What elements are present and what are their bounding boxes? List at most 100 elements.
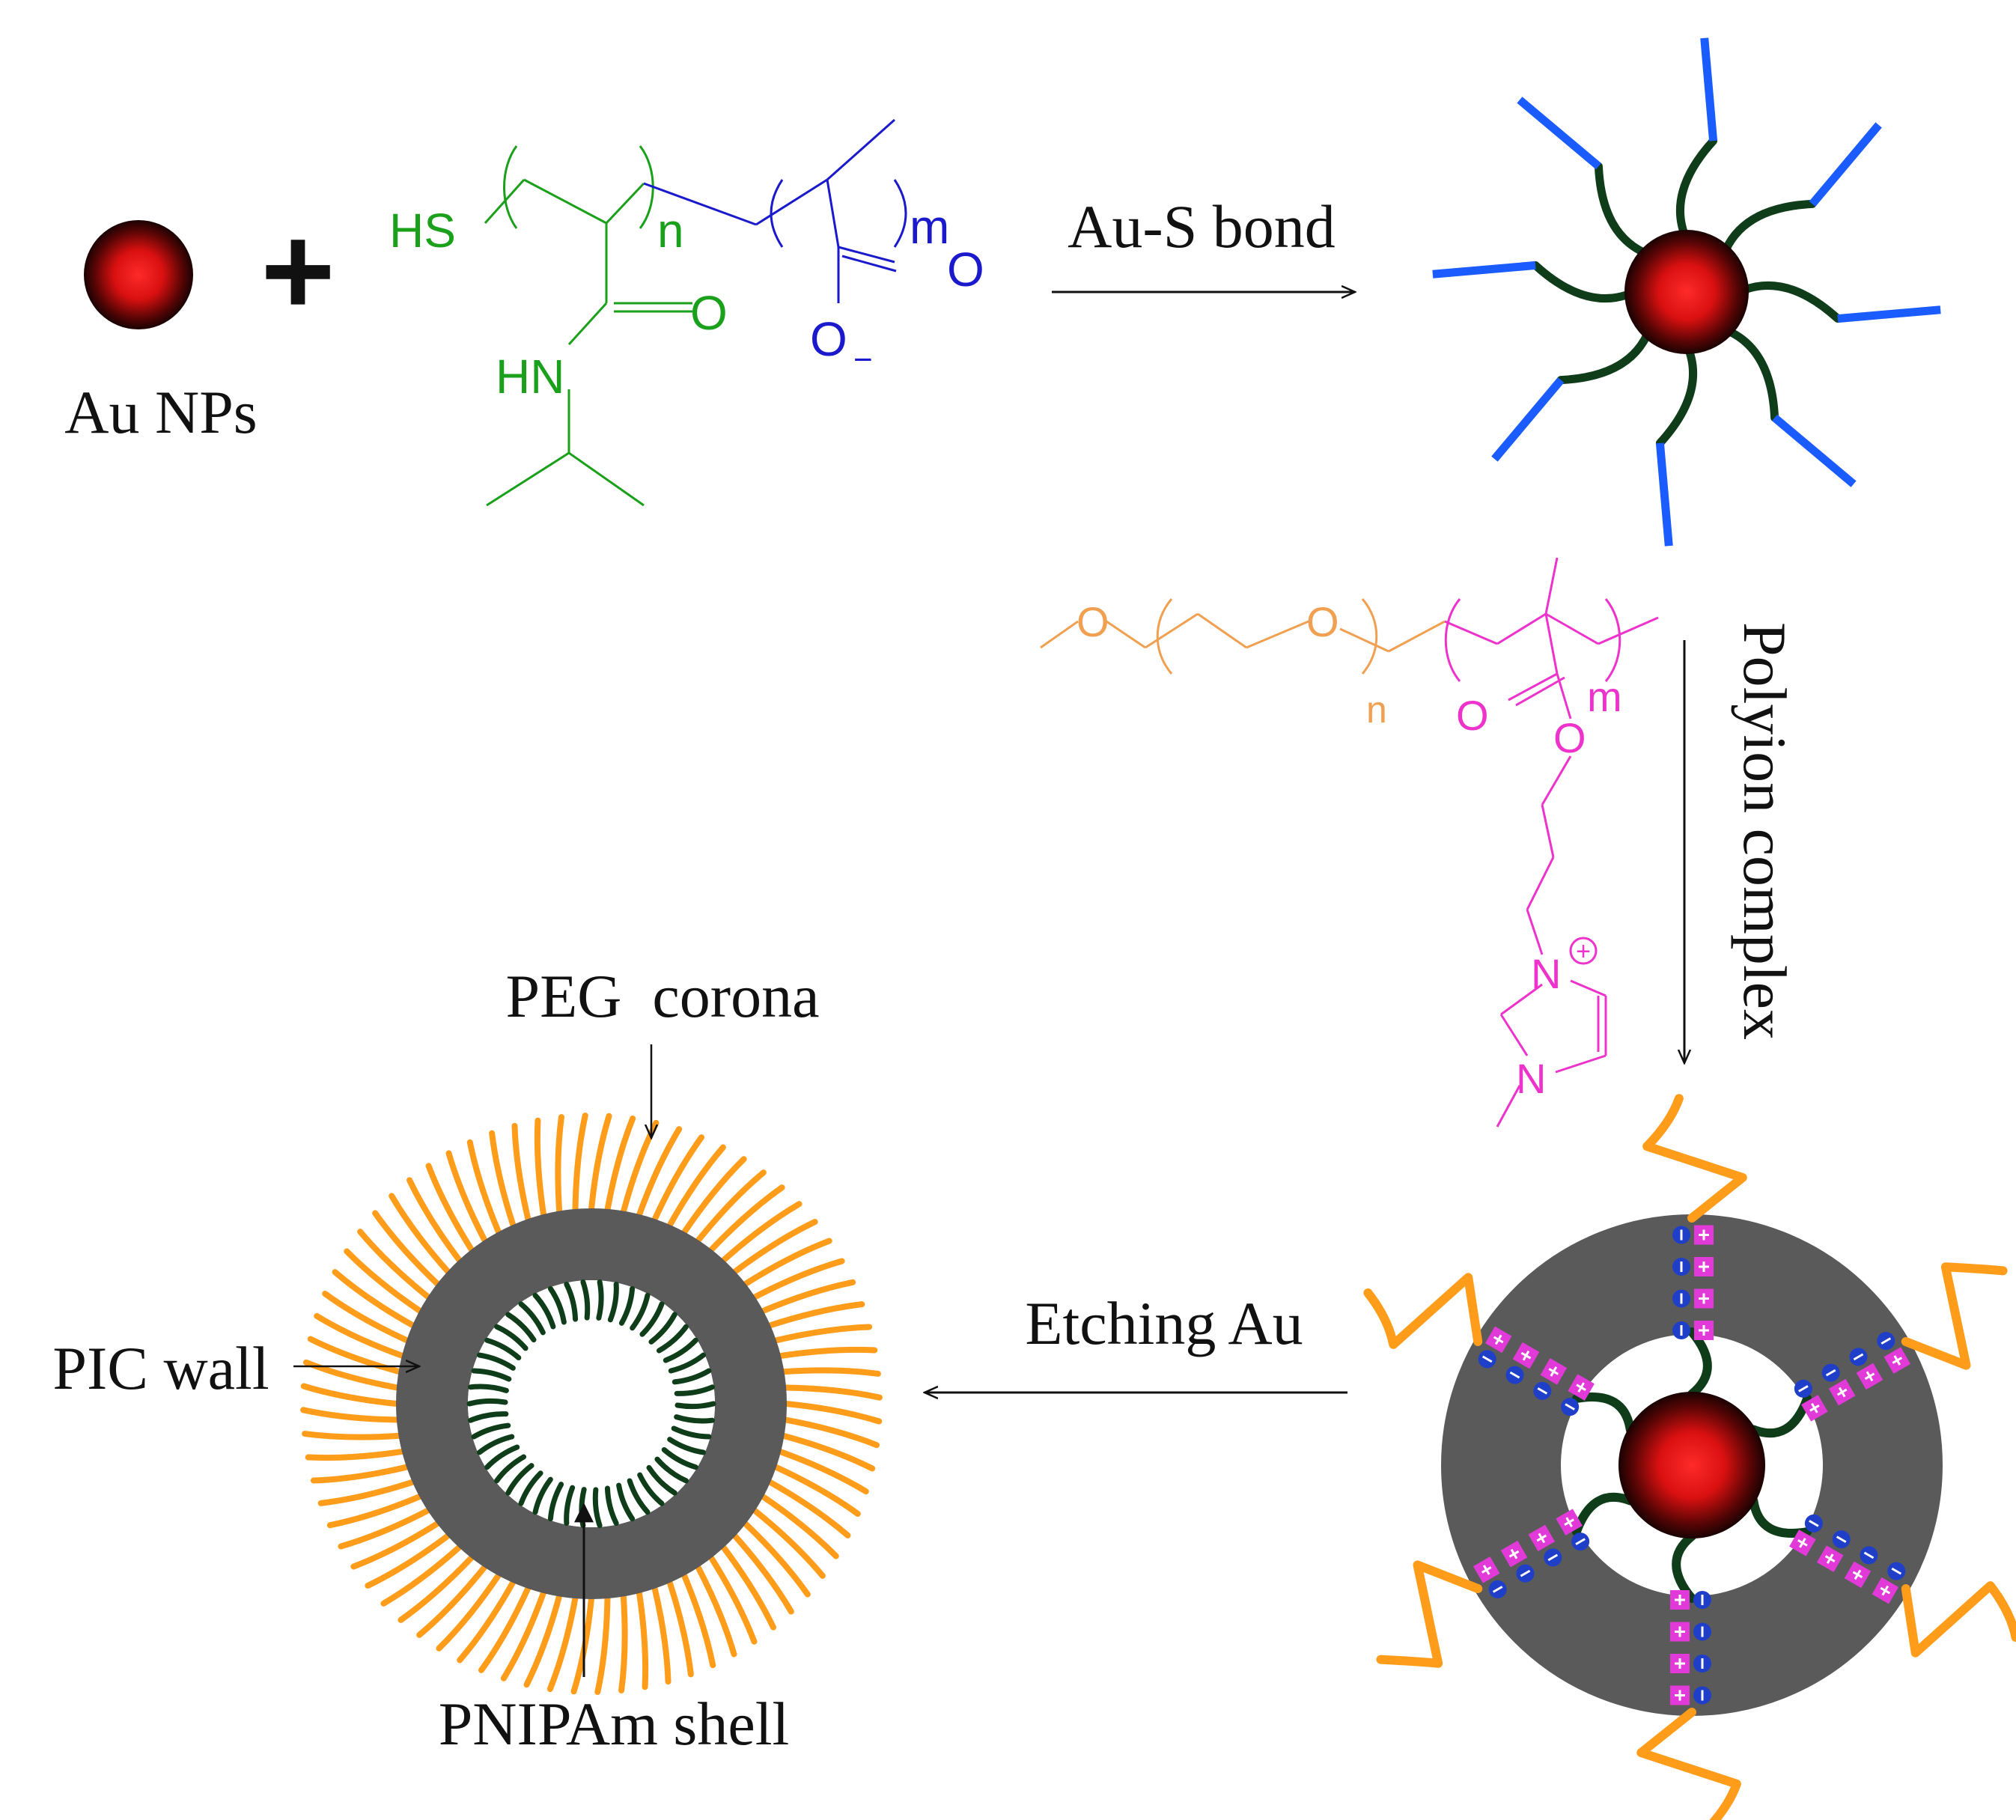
minus-charge-mark bbox=[1520, 1569, 1531, 1577]
minus-charge-mark bbox=[1547, 1553, 1559, 1562]
paa-brush-segment bbox=[1517, 97, 1601, 170]
pnipam-shell-strand bbox=[646, 1464, 677, 1496]
pnipam-shell-strand bbox=[627, 1478, 651, 1515]
pnipam-shell-strand bbox=[607, 1281, 619, 1323]
peg-corona-strand bbox=[767, 1479, 851, 1539]
chem-n-subscript: n bbox=[657, 204, 684, 258]
pnipam-brush-chain bbox=[1735, 281, 1842, 323]
plus-charge-mark bbox=[1893, 1355, 1901, 1366]
paa-brush-segment bbox=[1772, 414, 1857, 487]
peg-corona-strand bbox=[720, 1544, 776, 1631]
peg-corona-strand bbox=[636, 1126, 683, 1218]
peg-corona-strand bbox=[777, 1448, 869, 1495]
peg-corona-strand bbox=[523, 1592, 563, 1688]
pnipam-shell-strand bbox=[468, 1411, 509, 1423]
peg-corona-strand bbox=[731, 1219, 818, 1275]
peg-corona-strand bbox=[783, 1401, 883, 1425]
pnipam-shell-strand bbox=[547, 1482, 564, 1522]
peg-corona-strand bbox=[782, 1384, 883, 1401]
peg-corona-strand bbox=[594, 1595, 611, 1695]
peg-corona-strand bbox=[695, 1563, 737, 1658]
peg-corona-strand bbox=[445, 1150, 488, 1244]
pnipam-shell-label: PNIPAm shell bbox=[439, 1690, 790, 1758]
paa-brush-segment bbox=[1700, 37, 1718, 141]
peg-corona-strand bbox=[344, 1248, 424, 1315]
plus-charge-mark bbox=[1538, 1533, 1546, 1544]
chem-o-minus: O bbox=[810, 312, 847, 366]
pnipam-shell-strand bbox=[674, 1414, 715, 1424]
au-s-bond-label: Au-S bond bbox=[1068, 192, 1336, 261]
paa-brush-segment bbox=[1491, 377, 1565, 462]
minus-charge-mark bbox=[1575, 1538, 1586, 1545]
pnipam-shell-strand bbox=[518, 1301, 546, 1336]
peg-corona-strand bbox=[307, 1336, 403, 1375]
peg-corona-strand bbox=[425, 1163, 475, 1253]
pnipam-shell-strand bbox=[468, 1384, 509, 1393]
pnipam-shell-strand bbox=[532, 1476, 553, 1515]
pnipam-shell-strand bbox=[476, 1434, 515, 1455]
peg-corona-strand bbox=[302, 1431, 403, 1440]
minus-charge-mark bbox=[1825, 1369, 1836, 1377]
pnipam-shell-strand bbox=[505, 1463, 535, 1496]
plus-charge-mark bbox=[1494, 1334, 1502, 1345]
inner-pnipam-chain bbox=[1571, 1393, 1635, 1434]
pnipam-shell-strand bbox=[476, 1352, 516, 1371]
peg-corona-strand bbox=[742, 1238, 832, 1288]
peg-corona-strand bbox=[326, 1493, 424, 1529]
peg-corona-strand bbox=[350, 1520, 441, 1570]
chem-acid-o: O bbox=[947, 243, 984, 296]
plus-charge-mark bbox=[1482, 1565, 1490, 1575]
charge-pair bbox=[1789, 1514, 1906, 1604]
chem2-plus-circle bbox=[1569, 937, 1598, 965]
minus-charge-mark bbox=[1798, 1385, 1809, 1393]
minus-charge-mark bbox=[1509, 1371, 1520, 1379]
peg-corona-strand bbox=[466, 1139, 502, 1236]
peg-corona-strand bbox=[305, 1448, 406, 1461]
chem2-n-subscript: n bbox=[1366, 689, 1387, 731]
gold-core bbox=[1624, 230, 1749, 354]
peg-corona-strand bbox=[546, 1595, 579, 1693]
minus-charge-mark bbox=[1565, 1403, 1575, 1410]
peg-corona-label: PEG corona bbox=[505, 962, 819, 1030]
peg-corona-strand bbox=[666, 1144, 726, 1229]
au-nps-label: Au NPs bbox=[64, 378, 257, 446]
peg-corona-strand bbox=[310, 1464, 411, 1484]
minus-charge-mark bbox=[1481, 1355, 1493, 1363]
inner-pnipam-chain bbox=[1571, 1492, 1635, 1536]
plus-charge-mark bbox=[1811, 1403, 1818, 1413]
hollow-nanocapsule bbox=[300, 1113, 883, 1695]
peg-corona-strand bbox=[695, 1169, 767, 1244]
chem-hn: HN bbox=[496, 350, 564, 404]
pnipam-shell-strand bbox=[471, 1368, 512, 1382]
pnipam-shell-strand bbox=[547, 1285, 567, 1325]
peg-corona-strand bbox=[398, 1554, 475, 1623]
chem2-m-subscript: m bbox=[1587, 673, 1622, 720]
pnipam-shell-strand bbox=[667, 1437, 707, 1455]
plus-charge-mark bbox=[1510, 1548, 1518, 1559]
pnipam-shell-strand bbox=[604, 1485, 619, 1527]
peg-corona-strand bbox=[680, 1571, 716, 1669]
peg-corona-strand bbox=[720, 1201, 803, 1264]
pnipam-shell-strand bbox=[656, 1324, 689, 1354]
pnipam-shell-strand bbox=[616, 1482, 636, 1522]
peg-corona-strand bbox=[731, 1533, 794, 1615]
pnipam-shell-strand bbox=[494, 1454, 527, 1484]
peg-corona-strand bbox=[436, 1571, 502, 1652]
pnipam-shell-strand bbox=[484, 1337, 522, 1361]
peg-chain bbox=[1636, 1708, 1741, 1820]
plus-charge-mark bbox=[1799, 1538, 1806, 1548]
pic-wall-ring bbox=[396, 1208, 787, 1599]
peg-corona-strand bbox=[406, 1177, 463, 1264]
inner-pnipam-chain bbox=[1749, 1496, 1812, 1538]
gold-nanoparticle bbox=[84, 220, 193, 329]
peg-corona-strand bbox=[570, 1595, 594, 1695]
minus-charge-mark bbox=[1853, 1353, 1864, 1361]
gold-core bbox=[1618, 1392, 1765, 1539]
pnipam-shell-strand bbox=[637, 1472, 665, 1506]
pnipam-shell-strand bbox=[564, 1281, 579, 1322]
peg-corona-strand bbox=[759, 1493, 839, 1559]
peg-corona-strand bbox=[680, 1156, 747, 1236]
pnipam-shell-strand bbox=[518, 1470, 543, 1506]
peg-corona-strand bbox=[511, 1122, 532, 1223]
